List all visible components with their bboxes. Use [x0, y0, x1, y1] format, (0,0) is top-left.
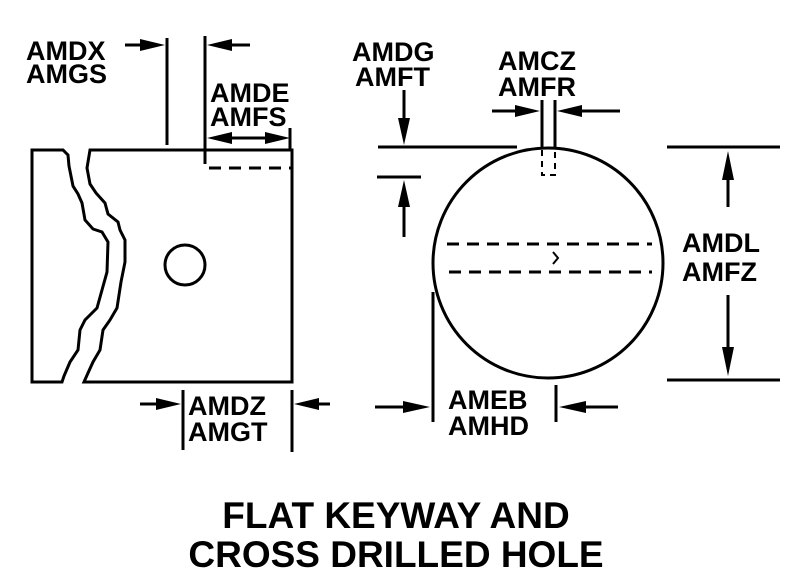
keyway-hidden-line	[541, 150, 556, 176]
arrow-icon	[265, 132, 290, 144]
label-amfz: AMFZ	[682, 257, 757, 287]
keyway-hidden-line	[203, 152, 292, 170]
arrow-icon	[398, 118, 410, 145]
label-amhd: AMHD	[448, 411, 529, 441]
arrow-icon	[722, 151, 734, 180]
title-line-2: CROSS DRILLED HOLE	[188, 534, 603, 575]
arrow-icon	[559, 401, 586, 413]
label-amdz: AMDZ	[188, 391, 266, 421]
label-amfr: AMFR	[498, 72, 576, 102]
label-amcz: AMCZ	[498, 46, 576, 76]
label-amfs: AMFS	[210, 102, 287, 132]
title-line-1: FLAT KEYWAY AND	[222, 495, 569, 536]
arrow-icon	[294, 398, 319, 410]
arrow-icon	[515, 105, 540, 117]
arrow-icon	[207, 39, 232, 51]
arrow-icon	[403, 401, 430, 413]
arrow-icon	[557, 105, 582, 117]
label-amgs: AMGS	[26, 59, 107, 89]
side-view: AMDX AMGS AMDE AMFS AMDZ AMGT	[26, 36, 330, 452]
label-amdl: AMDL	[682, 228, 760, 258]
label-ameb: AMEB	[448, 385, 528, 415]
block-left-fragment	[30, 148, 110, 384]
label-amft: AMFT	[355, 62, 430, 92]
arrow-icon	[140, 39, 165, 51]
cross-hole	[163, 243, 207, 287]
arrow-icon	[722, 347, 734, 376]
label-amdg: AMDG	[352, 37, 435, 67]
label-amde: AMDE	[210, 78, 290, 108]
arrow-icon	[398, 180, 410, 207]
shaft-circle	[431, 146, 665, 380]
label-amgt: AMGT	[188, 417, 268, 447]
arrow-icon	[156, 398, 181, 410]
arrow-icon	[207, 132, 232, 144]
end-view: AMDG AMFT AMCZ AMFR AMDL AMFZ AMEB AMHD	[352, 37, 780, 441]
label-amdx: AMDX	[26, 36, 106, 66]
block-main-body	[81, 148, 294, 384]
